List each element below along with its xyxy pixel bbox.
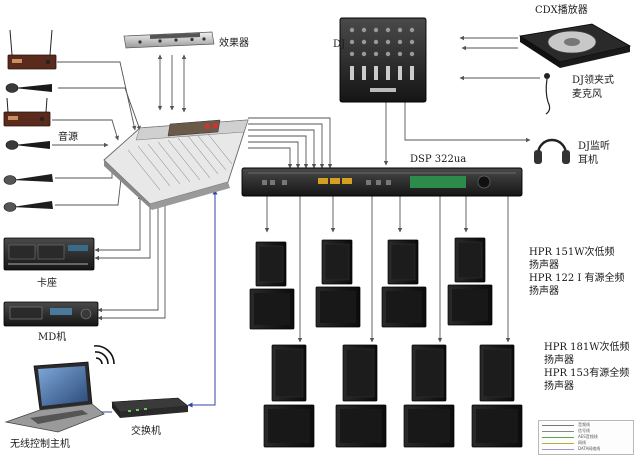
microphone-icon [3, 174, 53, 185]
microphone-icon [5, 140, 50, 150]
cassette-deck-icon [3, 237, 95, 271]
dj-mic-label: DJ领夹式 麦克风 [572, 75, 615, 100]
wireless-mic-receiver-icon [3, 97, 51, 127]
speaker-icon [342, 344, 378, 402]
speaker-icon [411, 344, 447, 402]
subwoofer-icon [249, 288, 295, 330]
legend-item: 音频线 [542, 422, 630, 428]
legend-item: DATA网络线 [542, 446, 630, 452]
legend-item: 网线 [542, 440, 630, 446]
legend-text: 音频线 [578, 422, 590, 427]
subwoofer-icon [263, 404, 315, 448]
legend-text: 网线 [578, 440, 586, 445]
connection-lines [52, 35, 540, 343]
legend-swatch [542, 449, 574, 450]
legend-text: AES音频线 [578, 434, 598, 439]
dj-monitor-label: DJ监听 耳机 [578, 141, 611, 166]
wifi-icon [93, 345, 115, 365]
dsp-processor-icon [241, 167, 523, 197]
dsp-label: DSP 322ua [410, 154, 467, 165]
mixing-console-icon [103, 119, 249, 210]
subwoofer-icon [403, 404, 455, 448]
microphone-icon [3, 201, 53, 212]
legend-swatch [542, 431, 574, 432]
speaker-icon [271, 344, 307, 402]
md-player-icon [3, 301, 99, 327]
legend-item: 信号线 [542, 428, 630, 434]
subwoofer-icon [315, 286, 361, 328]
subwoofer-icon [447, 284, 493, 326]
legend-text: 信号线 [578, 428, 590, 433]
legend-swatch [542, 443, 574, 444]
md-label: MD机 [38, 332, 67, 343]
deck-label: 卡座 [37, 278, 57, 289]
speaker-group-2-label: HPR 181W次低频 扬声器 HPR 153有源全频 扬声器 [544, 342, 630, 392]
cdx-label: CDX播放器 [535, 5, 588, 16]
legend-swatch [542, 425, 574, 426]
speaker-icon [387, 239, 419, 285]
subwoofer-icon [381, 286, 427, 328]
headphones-icon [534, 138, 570, 164]
source-label: 音源 [58, 132, 78, 143]
cdx-turntable-icon [518, 23, 632, 68]
legend-swatch [542, 437, 574, 438]
speaker-group-1-label: HPR 151W次低频 扬声器 HPR 122 I 有源全频 扬声器 [529, 247, 625, 297]
microphone-icon [5, 83, 52, 93]
wireless-host-label: 无线控制主机 [10, 439, 70, 450]
legend-item: AES音频线 [542, 434, 630, 440]
effects-rack-icon [123, 31, 215, 49]
effects-label: 效果器 [219, 38, 249, 49]
switch-label: 交换机 [131, 426, 161, 437]
subwoofer-icon [471, 404, 523, 448]
speaker-icon [321, 239, 353, 285]
subwoofer-icon [335, 404, 387, 448]
speaker-icon [255, 241, 287, 287]
legend-text: DATA网络线 [578, 446, 601, 451]
line-legend: 音频线 信号线 AES音频线 网线 DATA网络线 [538, 420, 634, 455]
laptop-icon [4, 361, 105, 433]
network-lines [100, 189, 218, 413]
mixer-tag-label: DJ [333, 39, 346, 50]
lavalier-mic-icon [544, 73, 551, 115]
network-switch-icon [111, 397, 189, 418]
wireless-mic-receiver-icon [7, 29, 57, 70]
dj-mixer-icon [339, 17, 427, 103]
speaker-icon [454, 237, 486, 283]
speaker-icon [479, 344, 515, 402]
